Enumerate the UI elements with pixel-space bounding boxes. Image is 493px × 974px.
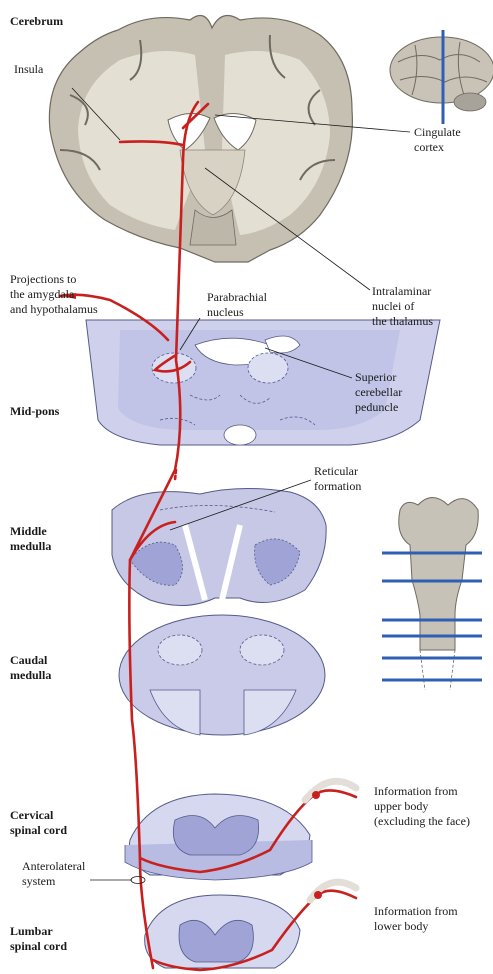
- label-intralaminar-2: nuclei of: [372, 299, 414, 313]
- label-parabrachial-1: Parabrachial: [207, 290, 267, 304]
- label-anterolateral-2: system: [22, 874, 55, 888]
- label-caudal-medulla-1: Caudal: [10, 653, 47, 667]
- dashed-segment: [175, 470, 176, 480]
- label-scp-3: peduncle: [355, 400, 398, 414]
- label-parabrachial-2: nucleus: [207, 305, 244, 319]
- lumbar-cord-section: [145, 895, 300, 968]
- label-lumbar-2: spinal cord: [10, 939, 67, 953]
- label-cervical-1: Cervical: [10, 808, 53, 822]
- label-upper-2: upper body: [374, 799, 428, 813]
- label-projections-2: the amygdala: [10, 287, 74, 301]
- label-middle-medulla-1: Middle: [10, 524, 47, 538]
- label-middle-medulla-2: medulla: [10, 539, 51, 553]
- cervical-cord-section: [125, 794, 312, 880]
- dorsal-root-ganglion-lower: [314, 891, 322, 899]
- label-upper-1: Information from: [374, 784, 458, 798]
- brain-inset: [390, 30, 493, 124]
- label-lower-1: Information from: [374, 904, 458, 918]
- brainstem-inset: [382, 498, 482, 691]
- label-anterolateral-1: Anterolateral: [22, 859, 85, 873]
- dorsal-root-ganglion-upper: [312, 791, 320, 799]
- label-caudal-medulla-2: medulla: [10, 668, 51, 682]
- label-reticular-2: formation: [314, 479, 361, 493]
- label-projections-3: and hypothalamus: [10, 302, 98, 316]
- label-cervical-2: spinal cord: [10, 823, 67, 837]
- middle-medulla-section: [112, 488, 326, 605]
- label-cingulate-2: cortex: [414, 140, 444, 154]
- label-cerebrum: Cerebrum: [10, 14, 63, 28]
- label-lumbar-1: Lumbar: [10, 924, 53, 938]
- label-lower-2: lower body: [374, 919, 428, 933]
- label-intralaminar-1: Intralaminar: [372, 284, 431, 298]
- label-reticular-1: Reticular: [314, 464, 358, 478]
- label-intralaminar-3: the thalamus: [372, 314, 433, 328]
- cerebrum-section: [49, 16, 352, 263]
- label-projections-1: Projections to: [10, 272, 76, 286]
- label-insula: Insula: [14, 62, 43, 76]
- label-upper-3: (excluding the face): [374, 814, 470, 828]
- label-scp-2: cerebellar: [355, 385, 402, 399]
- caudal-medulla-section: [119, 615, 325, 735]
- label-scp-1: Superior: [355, 370, 396, 384]
- anterolateral-system-marker: [131, 877, 145, 884]
- label-mid-pons: Mid-pons: [10, 404, 59, 418]
- label-cingulate-1: Cingulate: [414, 125, 461, 139]
